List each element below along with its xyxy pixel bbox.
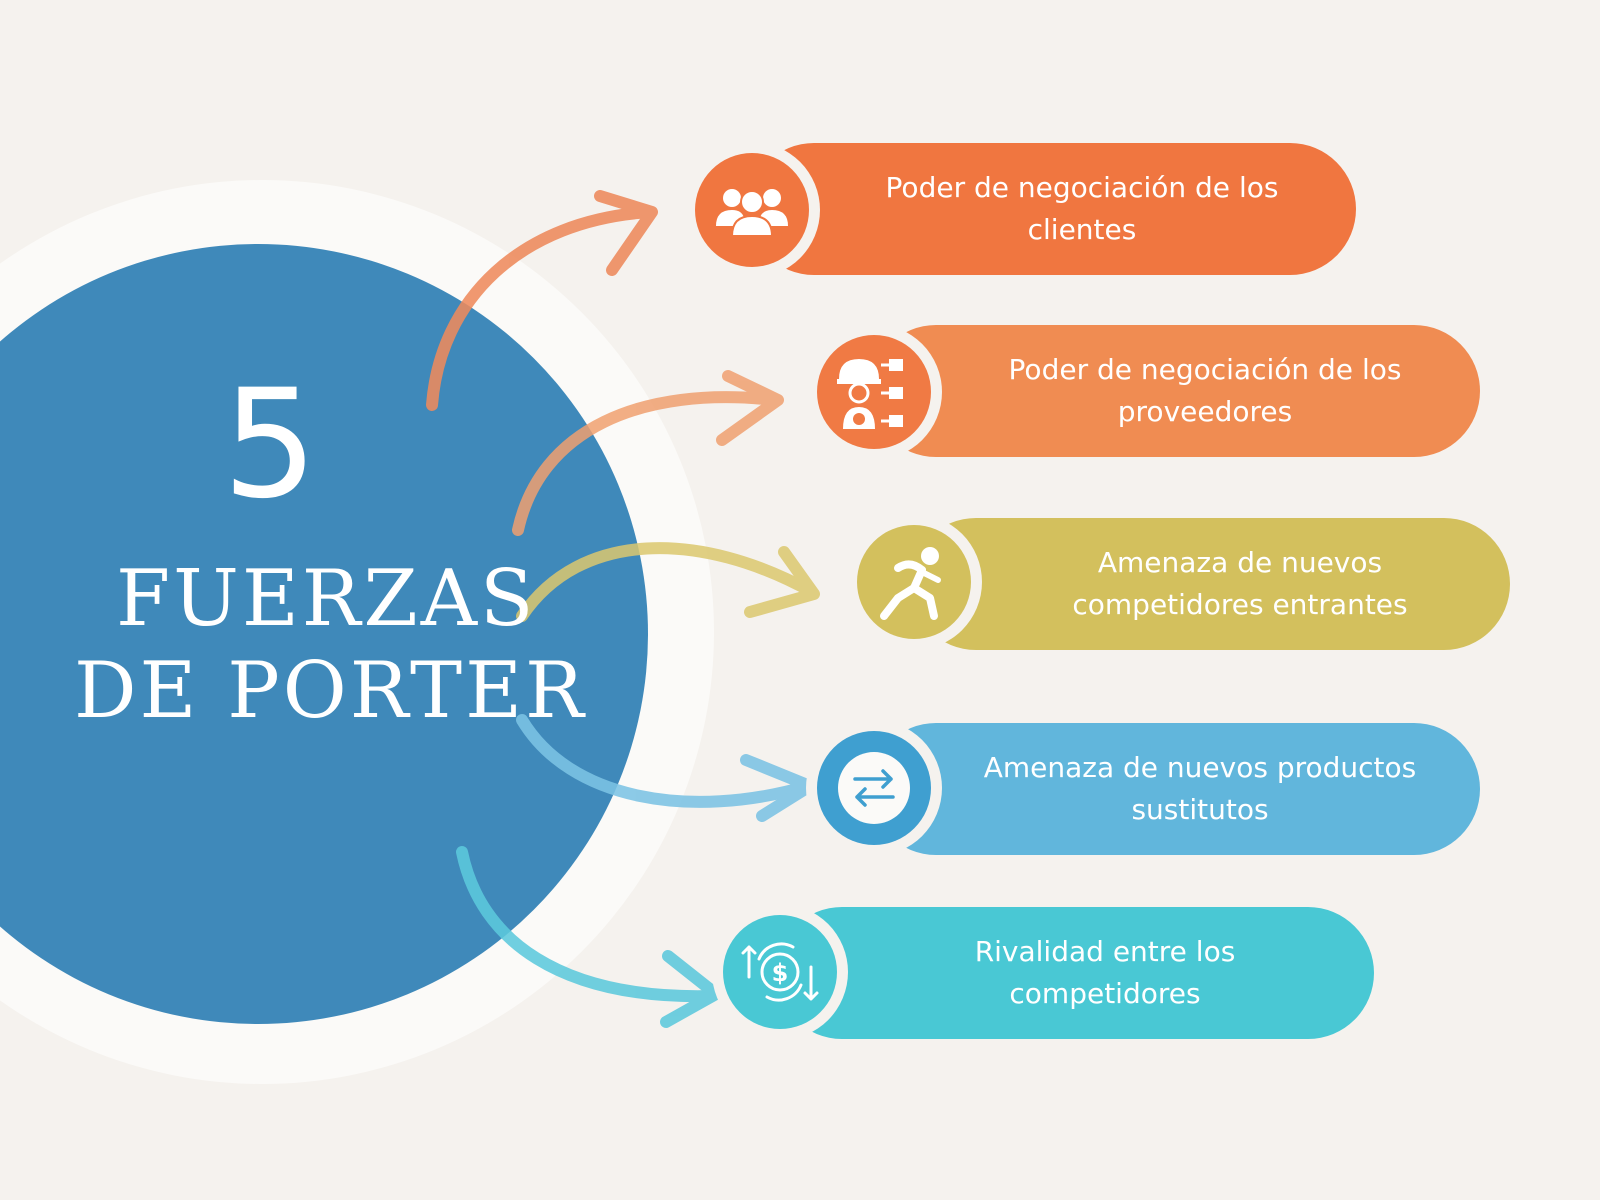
force-badge-new-entrants — [846, 514, 982, 650]
force-pill-substitutes: Amenaza de nuevos productos sustitutos — [870, 723, 1480, 855]
force-badge-clients — [684, 142, 820, 278]
force-label-suppliers: Poder de negociación de los proveedores — [1008, 353, 1402, 428]
force-badge-suppliers — [806, 324, 942, 460]
title-number: 5 — [222, 358, 318, 532]
force-label-rivalry: Rivalidad entre los competidores — [974, 935, 1236, 1010]
force-badge-rivalry: $ — [712, 904, 848, 1040]
force-label-clients: Poder de negociación de los clientes — [885, 171, 1279, 246]
svg-text:$: $ — [772, 959, 789, 987]
force-label-substitutes: Amenaza de nuevos productos sustitutos — [983, 751, 1417, 826]
title-line-1: FUERZAS — [116, 554, 537, 644]
arrow-3 — [516, 542, 820, 622]
title-line-2: DE PORTER — [74, 646, 587, 736]
force-pill-clients: Poder de negociación de los clientes — [748, 143, 1356, 275]
force-badge-substitutes — [806, 720, 942, 856]
arrow-2 — [512, 370, 784, 536]
force-label-new-entrants: Amenaza de nuevos competidores entrantes — [1072, 546, 1408, 621]
arrow-1 — [426, 190, 658, 411]
running-person-icon — [880, 547, 941, 620]
force-pill-new-entrants: Amenaza de nuevos competidores entrantes — [910, 518, 1510, 650]
dollar-exchange-icon: $ — [741, 942, 819, 1002]
group-of-people-icon — [716, 189, 788, 237]
supplier-worker-icon — [837, 359, 903, 429]
force-pill-suppliers: Poder de negociación de los proveedores — [870, 325, 1480, 457]
main-circle — [0, 244, 648, 1024]
swap-arrows-icon — [838, 752, 910, 824]
force-pill-rivalry: Rivalidad entre los competidores — [776, 907, 1374, 1039]
